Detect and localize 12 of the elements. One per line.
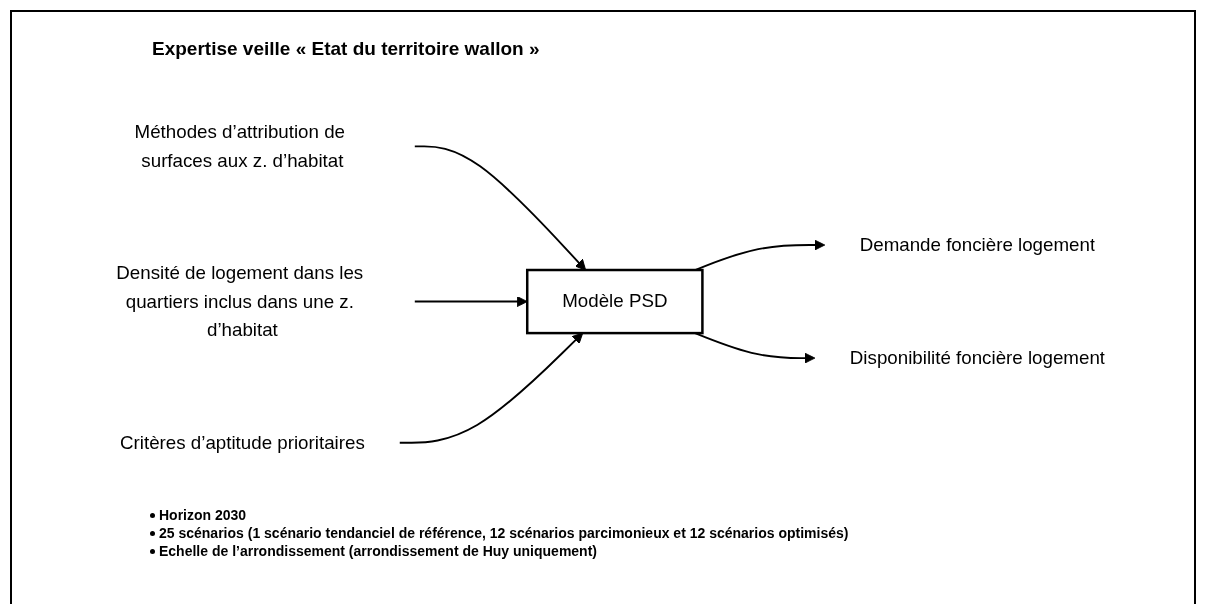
node-text: Demande foncière logement [859, 233, 1096, 255]
note-text: 25 scénarios (1 scénario tendanciel de référence, 12 scénarios parcimonieux et 12 scénarios optimisés) [159, 524, 849, 542]
node-text: Densité de logement dans les quartiers inclus dans une z. d’habitat [116, 261, 364, 340]
node-text: Disponibilité foncière logement [849, 346, 1106, 368]
node-text: Méthodes d’attribution de surfaces aux z. d’habitat [134, 120, 346, 171]
title: Expertise veille « Etat du territoire wallon » [152, 38, 540, 60]
node-text: Critères d’aptitude prioritaires [120, 431, 365, 453]
note-text: Horizon 2030 [159, 506, 247, 524]
note-text: Echelle de l’arrondissement (arrondissement de Huy uniquement) [159, 542, 597, 560]
node-box: Modèle PSD [526, 268, 704, 335]
arrow [413, 296, 528, 308]
arrow [413, 145, 587, 271]
